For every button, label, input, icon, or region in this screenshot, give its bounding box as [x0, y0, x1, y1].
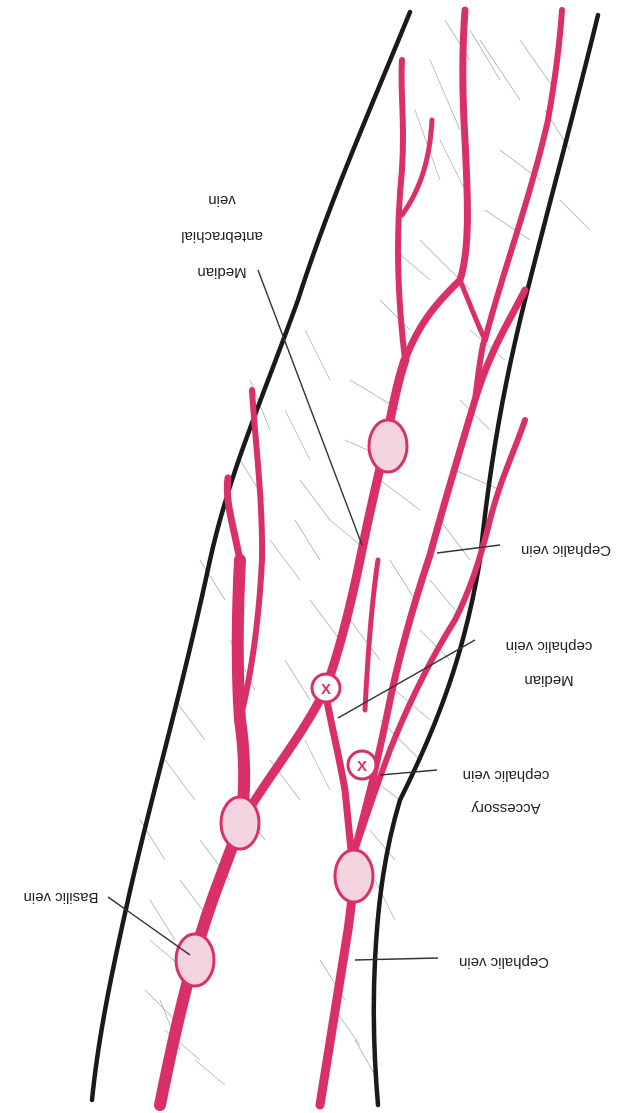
median-cephalic-vein — [325, 690, 352, 860]
label-accessory-cephalic-1: Accessory — [471, 800, 541, 817]
label-median-antebrachial-2: antebrachial — [181, 228, 263, 245]
label-cephalic-vein-upper: Cephalic vein — [521, 542, 611, 559]
label-accessory-cephalic-2: cephalic vein — [463, 767, 550, 784]
leader-median-antebrachial — [258, 270, 362, 545]
vein-network — [160, 10, 562, 1105]
leader-lines — [108, 270, 500, 960]
label-basilic-vein: Basilic vein — [23, 889, 98, 906]
label-median-cephalic-2: cephalic vein — [506, 638, 593, 655]
site-basilic-upper — [221, 797, 259, 849]
median-antebrachial-branch-mid — [402, 120, 432, 215]
label-median-cephalic-1: Median — [524, 672, 573, 689]
skin-edge-right — [374, 15, 598, 1105]
median-cephalic-to-accessory — [365, 560, 378, 710]
site-cephalic-lower — [335, 850, 373, 902]
site-median-antebrachial-upper — [369, 420, 407, 472]
site-basilic-lower — [176, 934, 214, 986]
leader-accessory-cephalic — [380, 770, 437, 775]
avoid-mark-1: X — [321, 681, 331, 698]
median-antebrachial-upper — [405, 10, 467, 360]
label-cephalic-vein-lower: Cephalic vein — [459, 954, 549, 971]
leader-cephalic-lower — [355, 958, 438, 960]
label-median-antebrachial-3: vein — [208, 192, 236, 209]
leader-cephalic-upper — [437, 545, 500, 553]
avoid-mark-2: X — [357, 758, 367, 775]
cephalic-junction-branch — [460, 280, 485, 340]
basilic-tributary-upper — [227, 478, 240, 560]
label-median-antebrachial-1: Median — [197, 264, 246, 281]
